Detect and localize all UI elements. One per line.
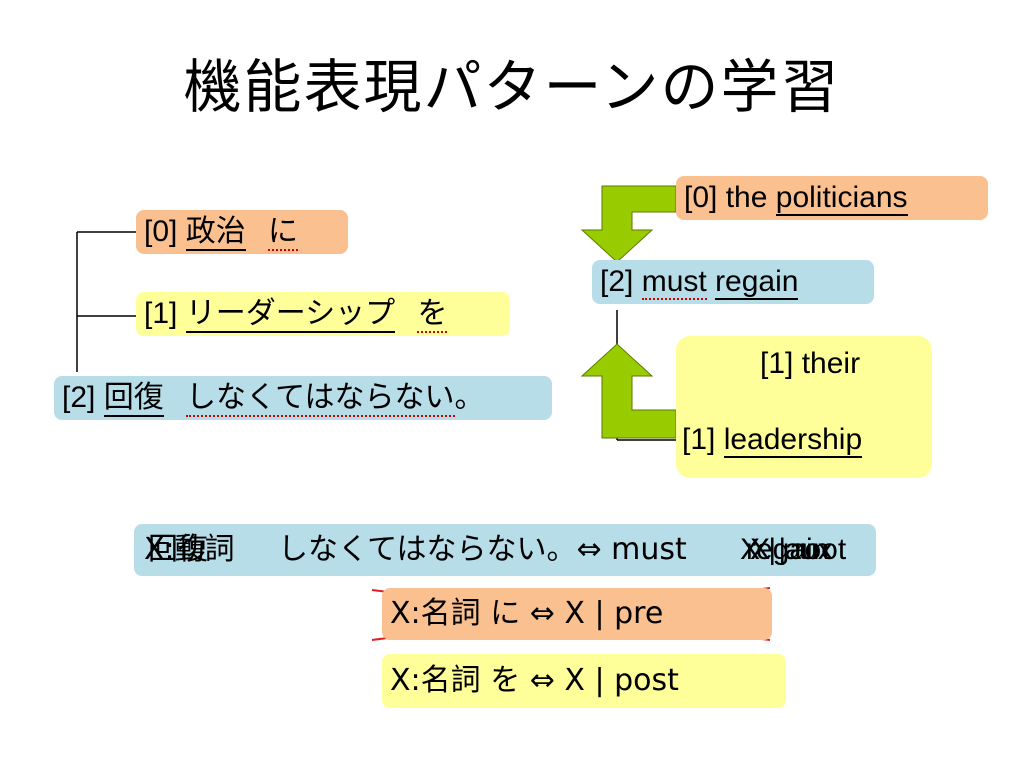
en-node-1-group (676, 336, 932, 478)
node-index: [1] (760, 347, 794, 380)
content-word: 政治 (185, 214, 246, 251)
node-index: [2] (62, 381, 96, 414)
punctuation: 。 (454, 380, 485, 415)
pattern-2: X:名詞 に ⇔ X | pre (382, 588, 772, 640)
green-arrows (580, 185, 677, 439)
content-word: leadership (723, 423, 863, 458)
en-node-1a: [1] their (756, 342, 864, 386)
node-index: [1] (682, 423, 716, 456)
node-index: [2] (600, 265, 634, 298)
pattern-1-overlap-a: X:動詞 (144, 532, 235, 567)
content-word: regain (715, 265, 799, 300)
ja-tree-lines (76, 231, 136, 372)
en-node-0: [0] the politicians (676, 176, 988, 220)
up-arrow-icon (580, 343, 677, 439)
node-index: [0] (144, 215, 178, 248)
determiner: the (725, 181, 768, 214)
pattern-3-text: X:名詞 を ⇔ X | post (390, 663, 679, 698)
content-word: politicians (775, 181, 908, 216)
function-word: しなくてはならない (186, 380, 455, 417)
content-word: their (801, 347, 861, 380)
node-index: [0] (684, 181, 718, 214)
pattern-1-x-c: X | root (750, 533, 847, 566)
down-arrow-icon (580, 185, 677, 263)
function-word: を (417, 296, 448, 333)
ja-node-2: [2] 回復 しなくてはならない。 (54, 376, 552, 420)
function-word: に (268, 214, 299, 251)
pattern-2-text: X:名詞 に ⇔ X | pre (390, 596, 664, 631)
en-node-2: [2] must regain (592, 260, 874, 304)
pattern-1-x-b: regain (746, 533, 830, 566)
pattern-3: X:名詞 を ⇔ X | post (382, 654, 786, 708)
node-index: [1] (144, 297, 178, 330)
ja-node-0: [0] 政治 に (136, 210, 348, 254)
content-word: リーダーシップ (185, 296, 396, 333)
pattern-1-text: しなくてはならない。⇔ must (278, 532, 687, 567)
en-node-1b: [1] leadership (676, 418, 868, 462)
pattern-1: X:動詞 回復 しなくてはならない。⇔ must X | aux regain … (134, 524, 876, 576)
pattern-1-x-a: X | aux (740, 533, 833, 566)
content-word: 回復 (103, 380, 164, 417)
ja-node-1: [1] リーダーシップ を (136, 292, 510, 336)
pattern-1-overlap-b: 回復 (148, 532, 208, 567)
function-word: must (641, 265, 707, 300)
page-title: 機能表現パターンの学習 (183, 53, 841, 121)
